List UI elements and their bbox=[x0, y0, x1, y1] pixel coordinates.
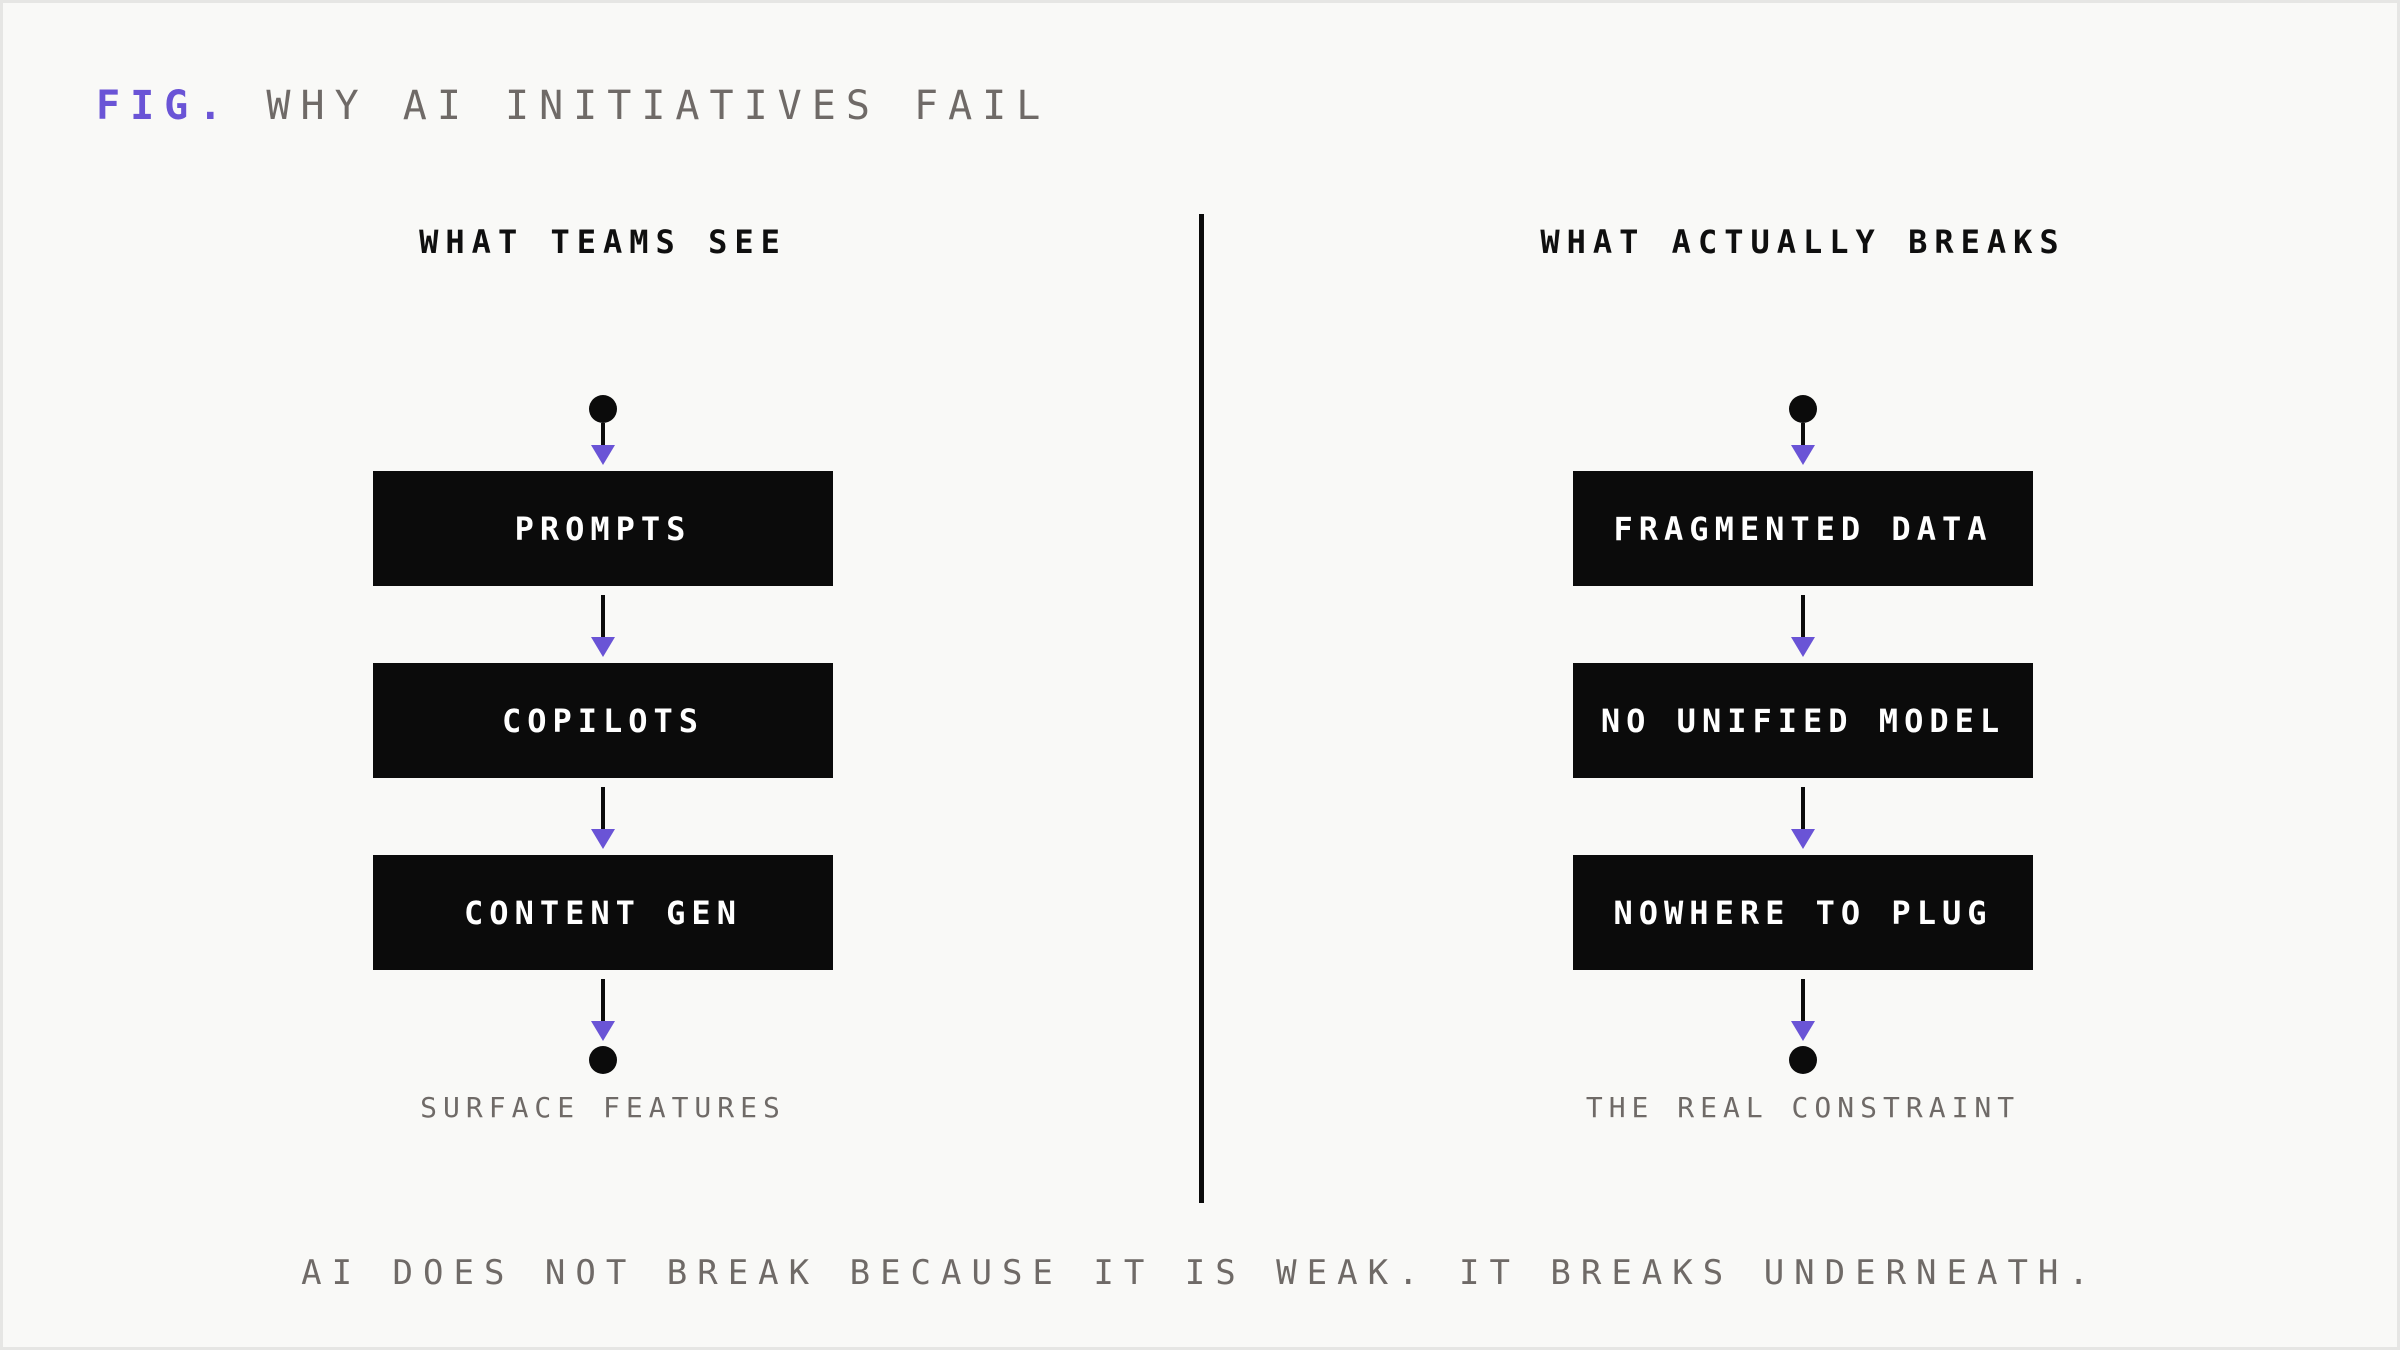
right-column-caption: THE REAL CONSTRAINT bbox=[1585, 1091, 2021, 1124]
left-arrow-end bbox=[591, 979, 615, 1041]
left-column-caption: SURFACE FEATURES bbox=[420, 1091, 786, 1124]
right-arrow-2 bbox=[1791, 787, 1815, 849]
left-column-heading: WHAT TEAMS SEE bbox=[419, 223, 787, 261]
left-step-3: CONTENT GEN bbox=[373, 855, 833, 970]
right-step-2: NO UNIFIED MODEL bbox=[1573, 663, 2033, 778]
left-step-2: COPILOTS bbox=[373, 663, 833, 778]
diagram-canvas: FIG. WHY AI INITIATIVES FAIL WHAT TEAMS … bbox=[3, 3, 2397, 1347]
left-arrow-2 bbox=[591, 787, 615, 849]
left-end-dot bbox=[589, 1046, 617, 1074]
right-arrow-1 bbox=[1791, 595, 1815, 657]
column-divider bbox=[1199, 214, 1204, 1203]
figure-title-text: WHY AI INITIATIVES FAIL bbox=[266, 83, 1051, 129]
footer-statement: AI DOES NOT BREAK BECAUSE IT IS WEAK. IT… bbox=[301, 1253, 2099, 1293]
figure-title: FIG. WHY AI INITIATIVES FAIL bbox=[96, 83, 1050, 129]
figure-prefix: FIG. bbox=[96, 83, 233, 129]
right-end-dot bbox=[1789, 1046, 1817, 1074]
right-step-1: FRAGMENTED DATA bbox=[1573, 471, 2033, 586]
right-arrow-end bbox=[1791, 979, 1815, 1041]
left-arrow-1 bbox=[591, 595, 615, 657]
right-arrow-start bbox=[1791, 423, 1815, 465]
left-start-dot bbox=[589, 395, 617, 423]
left-step-1: PROMPTS bbox=[373, 471, 833, 586]
left-arrow-start bbox=[591, 423, 615, 465]
right-start-dot bbox=[1789, 395, 1817, 423]
right-step-3: NOWHERE TO PLUG bbox=[1573, 855, 2033, 970]
right-column-heading: WHAT ACTUALLY BREAKS bbox=[1540, 223, 2066, 261]
